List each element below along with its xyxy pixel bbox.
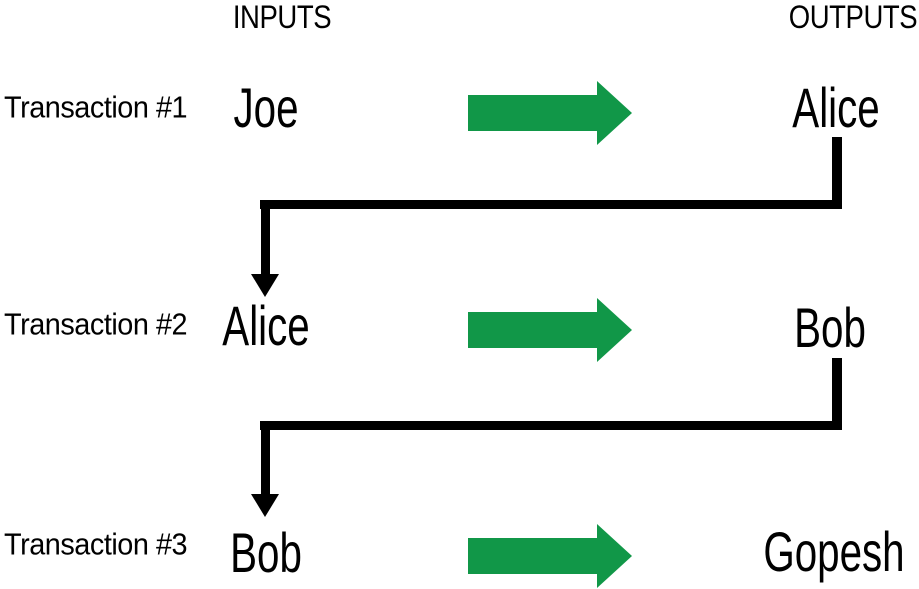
transaction-1-output-name: Alice xyxy=(792,76,880,139)
transaction-2-output-name: Bob xyxy=(794,296,866,359)
transaction-1-input-name: Joe xyxy=(233,76,299,139)
connector-2-vertical-right xyxy=(832,358,842,430)
arrow-right-icon xyxy=(468,524,632,588)
arrow-down-icon xyxy=(251,274,279,297)
connector-2-horizontal xyxy=(260,421,842,430)
arrow-right-icon xyxy=(468,81,632,145)
arrow-down-icon xyxy=(251,494,279,517)
transaction-3-output-name: Gopesh xyxy=(763,520,905,583)
transaction-1-label: Transaction #1 xyxy=(4,89,188,125)
transaction-2-label: Transaction #2 xyxy=(4,306,188,342)
arrow-right-icon xyxy=(468,298,632,362)
column-header-inputs: INPUTS xyxy=(232,0,332,35)
transaction-3-label: Transaction #3 xyxy=(4,526,188,562)
transaction-3-input-name: Bob xyxy=(230,521,302,584)
connector-1-vertical-left xyxy=(261,200,270,276)
transaction-2-input-name: Alice xyxy=(222,294,310,357)
connector-1-horizontal xyxy=(260,200,842,209)
connector-2-vertical-left xyxy=(261,421,270,496)
connector-1-vertical-right xyxy=(832,137,842,209)
column-header-outputs: OUTPUTS xyxy=(788,0,918,35)
